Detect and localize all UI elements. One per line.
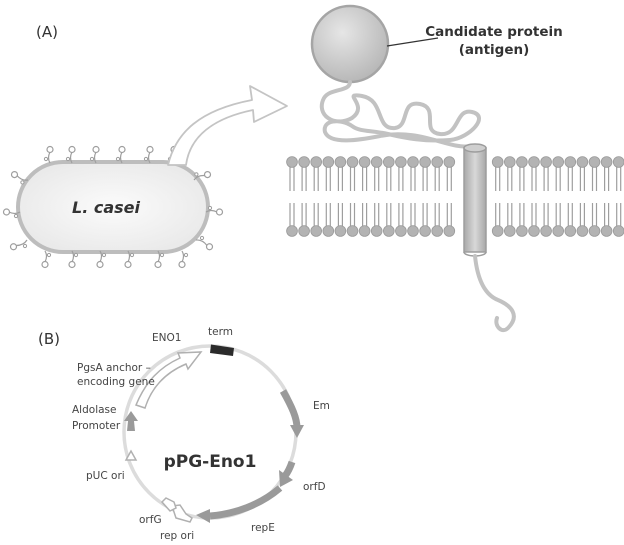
lipid xyxy=(600,156,613,237)
surface-anchor xyxy=(10,171,29,185)
lipid xyxy=(540,156,552,237)
lipid xyxy=(407,156,419,237)
surface-anchor xyxy=(205,205,224,216)
orfg-label: orfG xyxy=(139,514,162,526)
cell-membrane xyxy=(286,156,624,237)
eno1-label: ENO1 xyxy=(152,332,181,344)
panel-b-label: (B) xyxy=(38,330,60,348)
antigen-pointer-line xyxy=(386,37,439,47)
aldolase-label-line2: Promoter xyxy=(72,420,121,432)
lipid xyxy=(395,156,407,237)
surface-anchor xyxy=(178,250,189,269)
repe-arrow xyxy=(209,485,283,520)
lipid xyxy=(564,156,577,237)
display-arrow xyxy=(167,85,288,166)
lipid xyxy=(322,156,335,237)
lipid xyxy=(552,156,564,237)
surface-anchor xyxy=(195,235,214,251)
antigen-label: (antigen) xyxy=(459,42,530,58)
em-arrow xyxy=(279,389,301,429)
term-label: term xyxy=(208,326,233,338)
puc-ori-label: pUC ori xyxy=(86,470,125,482)
lipid xyxy=(612,156,624,237)
surface-anchor xyxy=(193,171,212,181)
surface-anchor xyxy=(115,145,126,164)
lipid xyxy=(334,156,347,237)
lipid xyxy=(370,156,383,237)
orfg-arrow xyxy=(160,497,177,512)
cell-label: L. casei xyxy=(72,198,141,217)
em-label: Em xyxy=(313,400,330,412)
pgsa-label-line1: PgsA anchor – xyxy=(77,362,151,374)
surface-anchor xyxy=(65,145,76,164)
surface-anchor xyxy=(89,145,100,164)
surface-anchor xyxy=(143,145,154,164)
surface-anchor xyxy=(124,250,135,269)
repe-label: repE xyxy=(251,522,275,534)
anchor-tail xyxy=(473,254,516,333)
lipid xyxy=(419,156,431,237)
surface-anchor xyxy=(41,250,52,269)
surface-anchor xyxy=(96,250,107,269)
lipid xyxy=(286,156,298,237)
lipid xyxy=(588,156,601,237)
candidate-protein-label: Candidate protein xyxy=(425,24,562,40)
lipid xyxy=(491,156,504,237)
pgsa-label-line2: encoding gene xyxy=(77,376,155,388)
lipid xyxy=(346,156,359,237)
surface-anchor xyxy=(2,208,21,219)
surface-anchor xyxy=(9,239,28,251)
orfd-label: orfD xyxy=(303,481,326,493)
puc-ori-arrow xyxy=(124,449,138,461)
lipid xyxy=(310,156,323,237)
orfd-arrow xyxy=(282,460,296,479)
anchor-protein-chain xyxy=(319,80,481,149)
term-block xyxy=(210,344,234,356)
l-casei-cell: L. casei xyxy=(2,145,224,269)
lipid xyxy=(431,156,444,237)
transmembrane-anchor xyxy=(463,143,487,257)
lipid xyxy=(576,156,589,237)
lipid xyxy=(298,156,310,237)
surface-anchor xyxy=(68,250,79,269)
plasmid-name: pPG-Eno1 xyxy=(164,452,257,472)
pgsa-eno1-arrow xyxy=(134,351,203,409)
lipid xyxy=(516,156,528,237)
aldolase-label-line1: Aldolase xyxy=(72,404,116,416)
surface-anchor xyxy=(154,250,165,269)
plasmid-map: pPG-Eno1 term ENO1 PgsA anchor – encodin… xyxy=(72,326,330,542)
aldolase-promoter-arrow xyxy=(124,411,138,431)
panel-a-label: (A) xyxy=(36,23,58,41)
surface-anchor xyxy=(43,145,54,164)
lipid xyxy=(528,156,540,237)
antigen-sphere xyxy=(310,4,390,84)
lipid xyxy=(358,156,371,237)
lipid xyxy=(443,156,456,237)
lipid xyxy=(382,156,395,237)
rep-ori-label: rep ori xyxy=(160,530,194,542)
lipid xyxy=(503,156,516,237)
